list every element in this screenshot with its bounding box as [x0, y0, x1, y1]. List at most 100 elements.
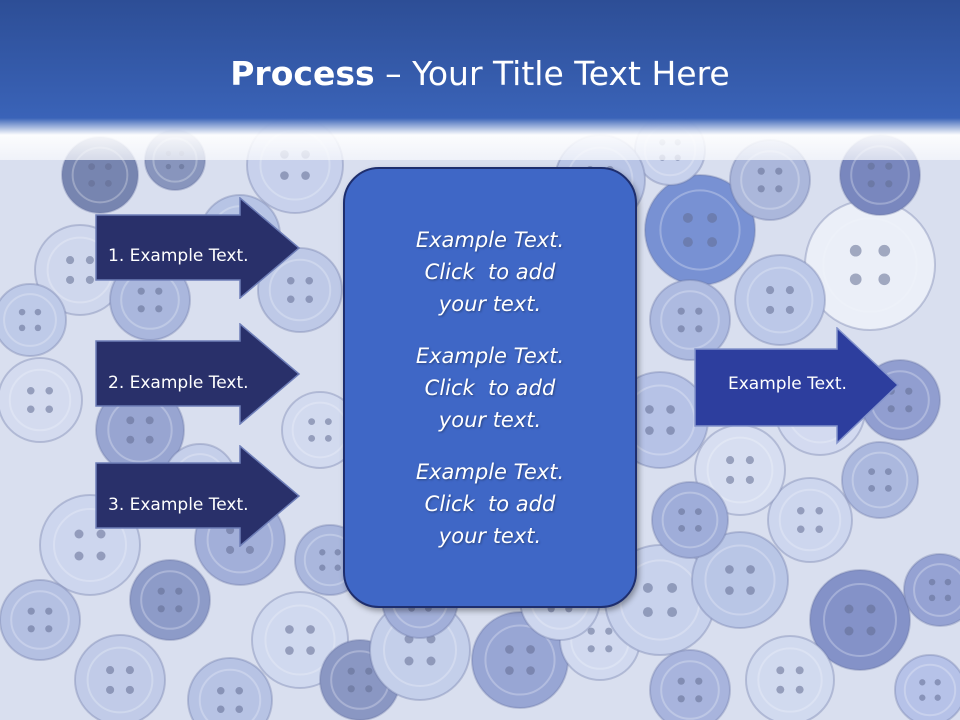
button-hole [155, 287, 163, 295]
button-hole [74, 551, 84, 561]
button-rim [706, 436, 774, 504]
button-hole [887, 405, 895, 413]
button-hole [666, 405, 675, 414]
button-hole [667, 607, 678, 618]
button-rim [8, 368, 72, 432]
step-arrow-3[interactable]: 3. Example Text. [95, 445, 301, 547]
button-hole [235, 705, 244, 714]
button-rim [268, 258, 332, 322]
button-shape [809, 569, 911, 671]
button-hole [26, 386, 35, 395]
center-text-line: Click to add [424, 375, 556, 400]
button-hole [884, 484, 892, 492]
button-hole [178, 163, 185, 170]
button-hole [795, 685, 804, 694]
button-hole [155, 305, 163, 313]
button-hole [677, 695, 685, 703]
button-hole [301, 171, 310, 180]
step-arrow-label: 3. Example Text. [108, 495, 249, 515]
button-hole [66, 256, 75, 265]
button-shape [767, 477, 853, 563]
button-shape [74, 634, 166, 720]
button-hole [678, 508, 686, 516]
button-hole [27, 607, 35, 615]
button-shape [0, 357, 83, 443]
arrow-shape [95, 197, 301, 299]
button-hole [694, 524, 702, 532]
button-shape [745, 635, 835, 720]
step-arrow-1[interactable]: 1. Example Text. [95, 197, 301, 299]
button-rim [198, 668, 262, 720]
center-text-line: your text. [438, 523, 542, 548]
button-hole [746, 586, 755, 595]
button-hole [27, 625, 35, 633]
button-hole [868, 484, 876, 492]
page-title[interactable]: Process – Your Title Text Here [0, 52, 960, 96]
button-hole [404, 656, 414, 666]
button-hole [245, 545, 254, 554]
button-hole [867, 162, 875, 170]
button-hole [96, 529, 106, 539]
button-hole [725, 586, 734, 595]
button-hole [324, 418, 332, 426]
button-hole [308, 434, 316, 442]
button-hole [426, 656, 436, 666]
button-hole [308, 418, 316, 426]
center-text-block: Example Text. Click to add your text. [416, 340, 564, 436]
button-hole [725, 565, 734, 574]
button-hole [726, 475, 735, 484]
center-text-line: Click to add [424, 259, 556, 284]
button-hole [45, 386, 54, 395]
button-hole [587, 627, 595, 635]
button-hole [776, 685, 785, 694]
button-hole [365, 667, 373, 675]
button-hole [707, 212, 718, 223]
button-hole [85, 256, 94, 265]
button-hole [85, 275, 94, 284]
button-hole [45, 625, 53, 633]
button-shape [129, 559, 211, 641]
title-rest: – Your Title Text Here [374, 54, 730, 93]
button-hole [677, 325, 685, 333]
button-shape [903, 553, 960, 627]
button-shape [0, 283, 67, 357]
button-hole [677, 677, 685, 685]
button-hole [944, 594, 952, 602]
button-hole [34, 308, 42, 316]
button-hole [757, 167, 765, 175]
arrow-shape [95, 445, 301, 547]
button-hole [815, 506, 824, 515]
button-hole [796, 525, 805, 534]
button-hole [145, 416, 154, 425]
button-rim [778, 488, 842, 552]
button-rim [86, 646, 154, 714]
center-text-line: your text. [438, 291, 542, 316]
button-hole [305, 276, 314, 285]
button-hole [66, 275, 75, 284]
center-text-box[interactable]: Example Text. Click to add your text. Ex… [343, 167, 637, 608]
step-arrow-label: 2. Example Text. [108, 373, 249, 393]
button-hole [157, 605, 165, 613]
button-hole [226, 545, 235, 554]
button-hole [928, 578, 936, 586]
button-hole [678, 524, 686, 532]
button-rim [903, 663, 957, 717]
button-hole [306, 646, 315, 655]
button-rim [851, 451, 909, 509]
button-rim [757, 647, 823, 713]
button-hole [157, 587, 165, 595]
button-hole [745, 456, 754, 465]
button-hole [526, 645, 535, 654]
button-hole [324, 434, 332, 442]
button-hole [104, 163, 112, 171]
step-arrow-2[interactable]: 2. Example Text. [95, 323, 301, 425]
button-hole [306, 625, 315, 634]
button-hole [137, 305, 145, 313]
button-hole [905, 405, 913, 413]
button-hole [849, 273, 862, 286]
button-hole [785, 286, 794, 295]
button-hole [104, 179, 112, 187]
result-arrow[interactable]: Example Text. [694, 327, 900, 445]
button-rim [660, 660, 720, 720]
button-hole [766, 286, 775, 295]
